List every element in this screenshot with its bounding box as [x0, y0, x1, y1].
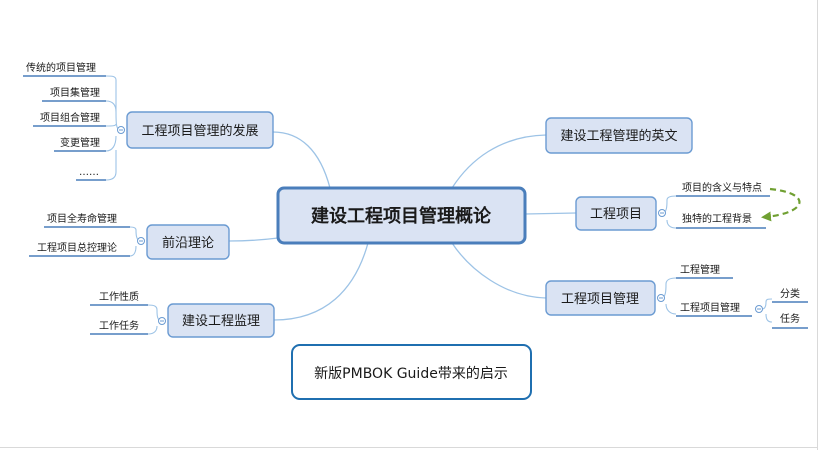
leaf-supervision-2[interactable]: 工作任务 — [90, 319, 148, 335]
svg-text:项目的含义与特点: 项目的含义与特点 — [682, 181, 762, 194]
connector-frontier — [228, 237, 279, 242]
branch-development[interactable]: 工程项目管理的发展 — [126, 111, 274, 149]
leaf-frontier-1[interactable]: 项目全寿命管理 — [44, 212, 130, 228]
leaf-development-4[interactable]: 变更管理 — [54, 136, 106, 152]
bracket-development — [105, 75, 122, 181]
leaf-management-1[interactable]: 工程管理 — [676, 263, 733, 279]
frame-bottom-edge — [0, 447, 818, 448]
floating-note-label: 新版PMBOK Guide带来的启示 — [314, 366, 508, 382]
connector-english — [451, 134, 547, 189]
svg-text:任务: 任务 — [780, 312, 800, 325]
svg-text:分类: 分类 — [780, 287, 800, 300]
svg-text:工程项目总控理论: 工程项目总控理论 — [37, 241, 117, 254]
leaf-development-1[interactable]: 传统的项目管理 — [23, 61, 106, 77]
svg-text:工程管理: 工程管理 — [680, 263, 720, 276]
relation-arrow — [761, 187, 801, 222]
connector-supervision — [273, 242, 369, 321]
leaf-project-2[interactable]: 独特的工程背景 — [676, 212, 766, 229]
branch-project[interactable]: 工程项目 — [575, 196, 657, 231]
branch-supervision-label: 建设工程监理 — [182, 314, 260, 329]
branch-frontier-label: 前沿理论 — [162, 235, 214, 251]
branch-management-label: 工程项目管理 — [561, 292, 639, 307]
leaf-management-sub-2[interactable]: 任务 — [772, 312, 808, 329]
branch-english-label: 建设工程管理的英文 — [560, 128, 677, 144]
svg-text:……: …… — [79, 167, 99, 178]
floating-note[interactable]: 新版PMBOK Guide带来的启示 — [291, 344, 532, 400]
center-node-label: 建设工程项目管理概论 — [311, 205, 492, 227]
svg-text:工作任务: 工作任务 — [99, 319, 139, 332]
collapse-toggle-project[interactable] — [658, 209, 666, 217]
leaf-supervision-1[interactable]: 工作性质 — [90, 290, 148, 306]
connector-project — [524, 212, 577, 215]
connector-management — [451, 242, 547, 299]
svg-text:变更管理: 变更管理 — [60, 136, 100, 149]
leaf-development-5[interactable]: …… — [76, 167, 106, 181]
branch-development-label: 工程项目管理的发展 — [141, 123, 258, 139]
leaf-development-2[interactable]: 项目集管理 — [42, 86, 106, 102]
branch-english[interactable]: 建设工程管理的英文 — [545, 117, 693, 154]
leaf-project-1[interactable]: 项目的含义与特点 — [676, 181, 770, 197]
connector-development — [272, 131, 331, 189]
branch-project-label: 工程项目 — [590, 207, 642, 222]
bracket-management-sub — [761, 298, 773, 323]
svg-text:工作性质: 工作性质 — [99, 290, 139, 303]
branch-frontier[interactable]: 前沿理论 — [146, 224, 230, 260]
svg-text:工程项目管理: 工程项目管理 — [680, 301, 740, 314]
frame-right-edge — [817, 0, 818, 450]
collapse-toggle-supervision[interactable] — [158, 317, 166, 325]
svg-text:传统的项目管理: 传统的项目管理 — [26, 61, 96, 74]
leaf-management-2[interactable]: 工程项目管理 — [676, 301, 752, 317]
collapse-toggle-management-sub[interactable] — [755, 305, 763, 313]
collapse-toggle-development[interactable] — [117, 126, 125, 134]
leaf-management-sub-1[interactable]: 分类 — [772, 287, 808, 303]
branch-supervision[interactable]: 建设工程监理 — [167, 303, 275, 338]
center-node[interactable]: 建设工程项目管理概论 — [276, 186, 527, 245]
svg-text:项目组合管理: 项目组合管理 — [40, 111, 100, 124]
svg-text:项目集管理: 项目集管理 — [50, 86, 100, 99]
leaf-frontier-2[interactable]: 工程项目总控理论 — [29, 241, 130, 257]
collapse-toggle-management[interactable] — [657, 294, 665, 302]
branch-management[interactable]: 工程项目管理 — [545, 280, 656, 316]
center-connectors — [228, 131, 577, 321]
svg-text:独特的工程背景: 独特的工程背景 — [682, 212, 752, 225]
svg-text:项目全寿命管理: 项目全寿命管理 — [47, 212, 117, 225]
collapse-toggle-frontier[interactable] — [137, 237, 145, 245]
leaf-development-3[interactable]: 项目组合管理 — [33, 111, 106, 127]
